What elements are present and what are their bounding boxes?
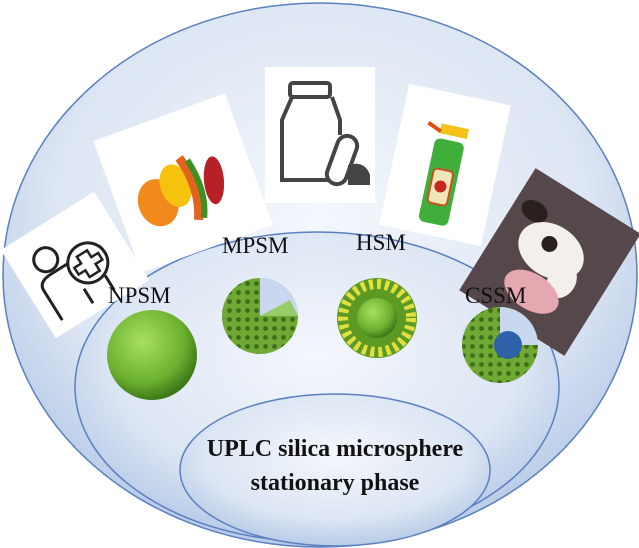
medicine-bottle-pill-icon (265, 67, 375, 203)
cssm-label: CSSM (465, 283, 527, 308)
mpsm-label: MPSM (222, 233, 289, 258)
pesticide-spray-icon (379, 83, 511, 247)
clinical-patient-icon (0, 191, 150, 339)
inner-ring (179, 393, 491, 547)
hsm-label: HSM (356, 230, 406, 255)
npsm-label: NPSM (108, 283, 171, 308)
mpsm-sphere (222, 278, 298, 354)
center-title-line-2: stationary phase (250, 470, 420, 496)
vegetables-icon (93, 93, 273, 273)
cssm-sphere (462, 307, 538, 383)
hsm-sphere (337, 278, 417, 358)
npsm-sphere (107, 310, 197, 400)
center-title-line-1: UPLC silica microsphere (206, 436, 464, 462)
